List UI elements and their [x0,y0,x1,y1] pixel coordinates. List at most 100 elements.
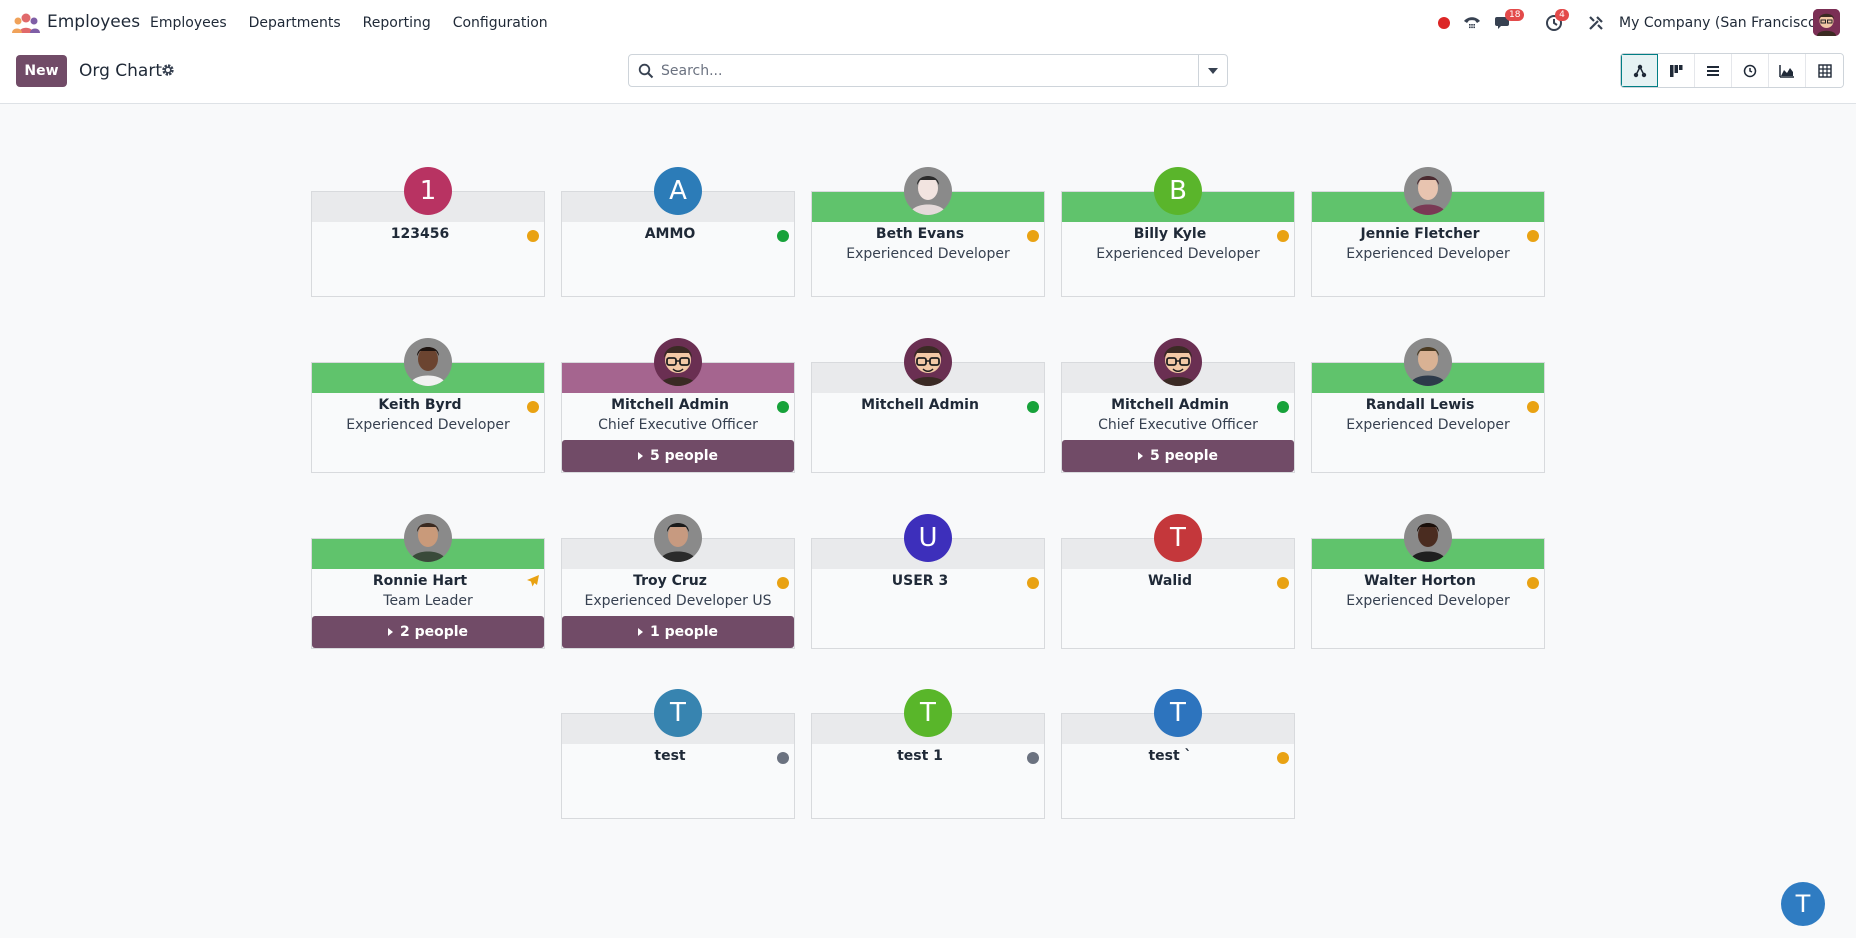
activities-icon[interactable]: 4 [1544,9,1569,33]
company-switcher[interactable]: My Company (San Francisco) [1619,15,1822,31]
presence-status-icon [777,752,789,764]
employee-card[interactable]: AMMO [561,191,795,297]
new-button[interactable]: New [16,55,67,87]
subordinates-button[interactable]: 1 people [562,616,794,648]
employee-name: USER 3 [891,573,949,589]
avatar-initial: 1 [419,176,437,206]
employee-job-title: Team Leader [383,593,473,609]
avatar-initial: T [1170,698,1186,728]
presence-status-icon [1027,752,1039,764]
presence-status-icon [1527,230,1539,242]
employee-avatar[interactable] [654,338,702,386]
employee-name: Mitchell Admin [861,397,979,413]
floating-avatar-button[interactable]: T [1781,882,1825,926]
employee-avatar[interactable]: B [1154,167,1202,215]
employee-name: Ronnie Hart [372,573,468,589]
employee-job-title: Experienced Developer [346,417,510,433]
presence-status-icon [1527,401,1539,413]
list-view-button[interactable] [1695,54,1732,87]
employee-job-title: Chief Executive Officer [1098,417,1258,433]
subordinates-button[interactable]: 5 people [562,440,794,472]
presence-status-icon [777,230,789,242]
subordinates-count: 2 people [399,624,469,640]
presence-status-icon [1277,752,1289,764]
subordinates-count: 5 people [649,448,719,464]
avatar-initial: U [918,523,938,553]
recording-indicator-icon[interactable] [1434,13,1454,33]
list-icon [1707,65,1719,76]
graph-view-button[interactable] [1769,54,1806,87]
employee-job-title: Experienced Developer [1346,417,1510,433]
employee-name: test 1 [897,748,943,764]
activity-view-button[interactable] [1732,54,1769,87]
debug-tools-icon[interactable] [1586,13,1606,33]
gear-icon[interactable] [161,63,175,77]
employee-avatar[interactable]: 1 [404,167,452,215]
search-input[interactable] [661,55,1191,86]
employee-name: Keith Byrd [378,397,462,413]
kanban-view-button[interactable] [1658,54,1695,87]
employee-avatar[interactable]: T [1154,689,1202,737]
avatar-initial: T [1170,523,1186,553]
employee-avatar[interactable] [904,338,952,386]
employee-avatar[interactable] [1404,167,1452,215]
employee-name: test [654,748,686,764]
subordinates-button[interactable]: 2 people [312,616,544,648]
employee-job-title: Experienced Developer US [584,593,772,609]
employee-avatar[interactable] [1404,338,1452,386]
employee-avatar[interactable] [904,167,952,215]
employee-name: 123456 [390,226,450,242]
menu-employees[interactable]: Employees [150,15,227,31]
employee-avatar[interactable] [1404,514,1452,562]
employee-avatar[interactable] [404,514,452,562]
employee-name: Randall Lewis [1365,397,1475,413]
menu-departments[interactable]: Departments [248,15,341,31]
employee-job-title: Experienced Developer [1096,246,1260,262]
employee-job-title: Experienced Developer [1346,246,1510,262]
app-name[interactable]: Employees [47,12,141,32]
activities-badge: 4 [1555,9,1569,21]
presence-status-icon [777,577,789,589]
employee-job-title: Chief Executive Officer [598,417,758,433]
subordinates-button[interactable]: 5 people [1062,440,1294,472]
messages-icon[interactable]: 18 [1494,9,1525,33]
presence-status-icon [1027,230,1039,242]
avatar-initial: B [1169,176,1187,206]
employee-avatar[interactable]: A [654,167,702,215]
presence-status-icon [1027,577,1039,589]
search-options-toggle[interactable] [1198,55,1227,86]
employees-app-icon[interactable] [12,12,40,34]
menu-configuration[interactable]: Configuration [452,15,548,31]
search-icon [638,63,654,79]
employee-avatar[interactable] [1154,338,1202,386]
main-menu: Employees Departments Reporting Configur… [150,15,570,31]
menu-reporting[interactable]: Reporting [362,15,431,31]
employee-avatar[interactable]: T [904,689,952,737]
presence-status-icon [1277,230,1289,242]
search-bar [628,54,1228,87]
employee-avatar[interactable]: U [904,514,952,562]
control-panel: New Org Chart [0,46,1856,104]
employee-avatar[interactable] [404,338,452,386]
phone-icon[interactable] [1462,13,1482,33]
employee-name: Walter Horton [1364,573,1476,589]
pivot-view-button[interactable] [1806,54,1843,87]
employee-avatar[interactable] [654,514,702,562]
org-chart-view-button[interactable] [1621,54,1658,87]
hierarchy-icon [1633,64,1646,77]
table-icon [1817,63,1832,78]
employee-avatar[interactable]: T [1154,514,1202,562]
user-avatar[interactable] [1813,9,1840,36]
view-switcher [1620,53,1844,88]
subordinates-count: 1 people [649,624,719,640]
kanban-icon [1670,64,1683,77]
employee-job-title: Experienced Developer [1346,593,1510,609]
avatar-initial: T [670,698,686,728]
employee-name: Beth Evans [875,226,965,242]
employee-name: Walid [1147,573,1192,589]
employee-avatar[interactable]: T [654,689,702,737]
caret-right-icon [387,628,393,636]
